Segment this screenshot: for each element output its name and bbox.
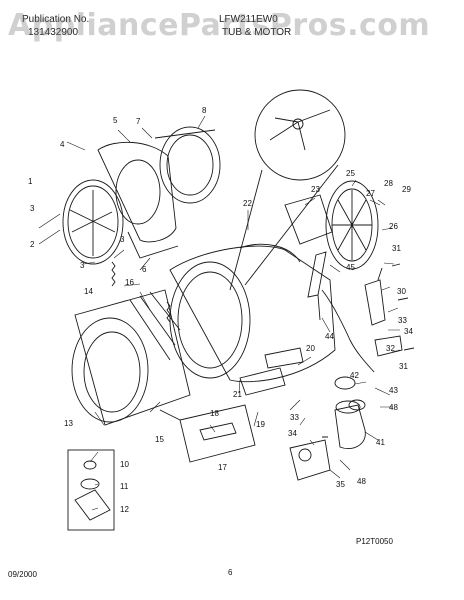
callout-27: 27 [366,189,375,198]
callout-18: 18 [210,409,219,418]
page-number: 6 [228,568,233,577]
callout-2: 2 [30,240,35,249]
upper-shock [307,251,327,321]
front-ring [62,179,124,265]
callout-34b: 34 [288,429,297,438]
drain-hose [321,289,375,373]
callout-48a: 48 [389,403,398,412]
shock-absorber [364,267,386,326]
front-seal [154,126,221,204]
pulley [325,180,379,270]
callout-4: 4 [60,140,65,149]
drawing-code: P12T0050 [356,537,393,546]
callout-3a: 3 [30,204,35,213]
callout-3b: 3 [80,261,85,270]
spring-16 [166,301,171,323]
callout-10: 10 [120,460,129,469]
callout-12: 12 [120,505,129,514]
callout-26: 26 [389,222,398,231]
spider-detail-circle [229,89,346,291]
door-boot [97,141,179,259]
callout-41: 41 [376,438,385,447]
pump-elbow [334,400,366,450]
callout-17: 17 [218,463,227,472]
belt-bracket [284,194,333,245]
hose-ring [348,399,366,411]
callout-44: 44 [325,332,334,341]
callout-32: 32 [386,344,395,353]
outer-tub [169,243,336,383]
callout-20: 20 [306,344,315,353]
publication-label: Publication No. [22,14,90,25]
label-inset-box [159,404,256,463]
callout-31b: 31 [399,362,408,371]
callout-23: 23 [311,185,320,194]
callout-33a: 33 [398,316,407,325]
callout-7: 7 [136,117,141,126]
callout-3c: 3 [120,235,125,244]
callout-29: 29 [402,185,411,194]
callout-19: 19 [256,420,265,429]
watermark-text: AppliancePartsPros.com [8,8,431,43]
callout-6: 6 [142,265,147,274]
callout-48b: 48 [357,477,366,486]
callout-5: 5 [113,116,118,125]
section-title: TUB & MOTOR [222,27,292,38]
callout-8: 8 [202,106,207,115]
callout-30: 30 [397,287,406,296]
callout-15: 15 [155,435,164,444]
callout-34a: 34 [404,327,413,336]
callout-11: 11 [120,482,129,491]
counterweight [239,367,286,396]
callout-33b: 33 [290,413,299,422]
mount-bracket [374,335,403,357]
callout-13: 13 [64,419,73,428]
callout-14: 14 [84,287,93,296]
callout-35: 35 [336,480,345,489]
front-tub-half [71,289,191,426]
hose-clamp [334,376,356,390]
callout-22: 22 [243,199,252,208]
callout-1: 1 [28,177,33,186]
callout-16: 16 [125,278,134,287]
callout-21: 21 [233,390,242,399]
callout-45: 45 [346,263,355,272]
callout-43: 43 [389,386,398,395]
callout-31a: 31 [392,244,401,253]
print-date: 09/2000 [8,570,37,579]
model-number: LFW211EW0 [219,14,278,25]
callout-28: 28 [384,179,393,188]
spring-14 [111,261,116,287]
publication-number: 131432900 [28,27,79,38]
callout-42: 42 [350,371,359,380]
filter-inset-box [67,449,115,531]
callout-25: 25 [346,169,355,178]
screw-set [322,263,415,438]
